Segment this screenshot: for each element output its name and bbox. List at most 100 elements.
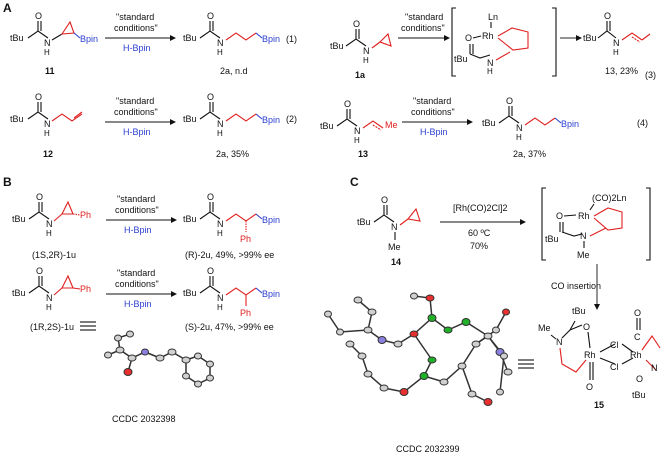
compound-13-yield-label: 13, 23% [605, 66, 638, 76]
svg-text:H: H [613, 48, 619, 57]
svg-text:Bpin: Bpin [262, 289, 280, 299]
svg-text:N: N [217, 293, 224, 303]
substrate-1s2r-1u-structure: tBu O N H Ph [12, 192, 91, 238]
equation-number-4: (4) [637, 118, 648, 128]
substrate-1r2s-1u-structure: tBu O N H Ph [12, 266, 91, 312]
compound-14-label: 14 [391, 257, 401, 267]
condition-yield: 70% [470, 241, 488, 251]
condition-temperature: 60 ºC [468, 228, 491, 238]
product-r-2u-structure: tBu O N H Ph Bpin [183, 192, 280, 244]
svg-text:H: H [217, 229, 223, 238]
xray-structure-1u [104, 330, 214, 388]
bpin-label: Bpin [80, 34, 98, 44]
svg-text:O: O [36, 266, 43, 276]
svg-text:tBu: tBu [454, 54, 468, 64]
svg-text:O: O [344, 99, 351, 109]
svg-text:conditions": conditions" [401, 23, 445, 33]
svg-text:conditions": conditions" [114, 107, 158, 117]
ccdc-label-2: CCDC 2032399 [396, 444, 460, 454]
substrate-14-structure: tBu O N Me [357, 195, 421, 252]
rh-co-intermediate: (CO)2Ln Rh O tBu N Me [541, 187, 651, 261]
svg-text:N: N [391, 222, 398, 232]
arrow-eq2: "standard conditions" H-Bpin [105, 96, 176, 137]
equation-number-3: (3) [645, 70, 656, 80]
svg-text:Rh: Rh [578, 211, 590, 221]
svg-text:H-Bpin: H-Bpin [123, 127, 151, 137]
compound-r-2u-label: (R)-2u, 49%, >99% ee [185, 250, 274, 260]
co2ln-label: (CO)2Ln [592, 193, 627, 203]
svg-text:H: H [217, 303, 223, 312]
svg-text:"standard: "standard [413, 96, 451, 106]
svg-text:Bpin: Bpin [262, 215, 280, 225]
svg-text:H-Bpin: H-Bpin [124, 299, 152, 309]
svg-text:Me: Me [577, 250, 590, 260]
panel-label-c: C [350, 175, 359, 189]
svg-text:Bpin: Bpin [262, 115, 280, 125]
svg-text:tBu: tBu [183, 214, 197, 224]
ln-ligand-label: Ln [488, 12, 498, 22]
svg-text:Rh: Rh [630, 350, 642, 360]
svg-text:N: N [217, 219, 224, 229]
compound-2a-37-label: 2a, 37% [513, 149, 546, 159]
svg-text:"standard: "standard [117, 194, 155, 204]
substrate-12-structure: tBu O N H [10, 92, 83, 138]
condition-standard-line1: "standard [116, 12, 154, 22]
svg-text:N: N [217, 119, 224, 129]
svg-text:Bpin: Bpin [561, 119, 579, 129]
arrow-eq1: "standard conditions" H-Bpin [105, 12, 176, 53]
arrow-eq4: "standard conditions" H-Bpin [402, 96, 473, 137]
svg-text:H-Bpin: H-Bpin [420, 127, 448, 137]
svg-text:Ph: Ph [80, 284, 91, 294]
svg-text:H: H [46, 229, 52, 238]
svg-text:O: O [604, 11, 611, 21]
svg-text:Rh: Rh [584, 350, 596, 360]
dimer-15-structure: Me N tBu O Rh O Cl Cl Rh C O O N tBu [538, 306, 661, 400]
svg-text:tBu: tBu [583, 33, 597, 43]
arrow-b1: "standard conditions" H-Bpin [106, 194, 177, 235]
svg-text:tBu: tBu [183, 114, 197, 124]
svg-text:O: O [35, 92, 42, 102]
svg-text:tBu: tBu [482, 118, 496, 128]
oxygen-label: O [35, 11, 42, 21]
svg-text:"standard: "standard [116, 96, 154, 106]
arrow-co-insertion: CO insertion [551, 264, 601, 310]
svg-text:H: H [217, 48, 223, 57]
svg-text:tBu: tBu [183, 33, 197, 43]
compound-15-label: 15 [594, 400, 604, 410]
svg-text:H: H [44, 129, 50, 138]
svg-text:O: O [634, 308, 641, 318]
product-s-2u-structure: tBu O N H Ph Bpin [183, 266, 280, 318]
svg-text:"standard: "standard [405, 12, 443, 22]
nh-label: H [44, 48, 50, 57]
product-13-structure-eq3: tBu O N H [583, 11, 651, 57]
svg-text:N: N [217, 38, 224, 48]
condition-hbpin: H-Bpin [123, 43, 151, 53]
compound-2a-35-label: 2a, 35% [216, 149, 249, 159]
svg-text:O: O [381, 195, 388, 205]
nitrogen-label: N [44, 38, 51, 48]
product-2a-structure-eq4: tBu O N H Bpin [482, 96, 579, 142]
svg-text:N: N [46, 293, 53, 303]
arrow-b2: "standard conditions" H-Bpin [106, 268, 177, 309]
svg-text:tBu: tBu [10, 114, 24, 124]
svg-text:conditions": conditions" [115, 205, 159, 215]
substrate-11-structure: tBu O N H Bpin [10, 11, 98, 57]
svg-text:Me: Me [388, 242, 401, 252]
condition-standard-line2: conditions" [114, 23, 158, 33]
condition-rh-catalyst: [Rh(CO)2Cl]2 [453, 203, 508, 213]
co-oxygen-label: O [586, 382, 593, 392]
arrow-eq3: "standard conditions" [398, 12, 450, 41]
svg-text:H: H [46, 303, 52, 312]
rhodacycle-intermediate: Ln Rh O tBu N H [451, 7, 557, 77]
ccdc-label-1: CCDC 2032398 [112, 414, 176, 424]
svg-text:N: N [363, 46, 370, 56]
svg-text:N: N [651, 363, 658, 373]
panel-label-a: A [3, 1, 12, 15]
svg-text:O: O [636, 374, 643, 384]
compound-1r2s-1u-label: (1R,2S)-1u [30, 322, 74, 332]
svg-text:tBu: tBu [330, 41, 344, 51]
svg-text:H: H [354, 136, 360, 145]
compound-13-label: 13 [358, 149, 368, 159]
svg-text:H: H [487, 67, 493, 76]
